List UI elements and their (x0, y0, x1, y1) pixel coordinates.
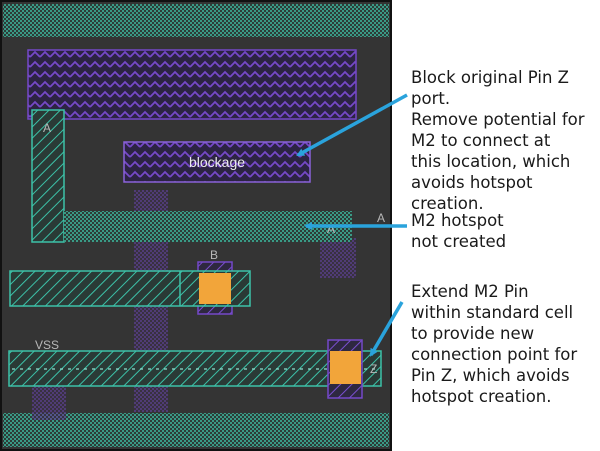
pin-a-edge-label: A (377, 211, 385, 225)
callout-hotspot: M2 hotspot not created (411, 211, 507, 251)
vss-label: VSS (35, 338, 59, 352)
bottom-rail (3, 413, 389, 447)
poly-stripe-2 (320, 238, 356, 278)
blockage-label: blockage (189, 154, 245, 170)
m2-horizontal-a (64, 211, 352, 242)
callout-blockage: Block original Pin Z port. Remove potent… (411, 68, 585, 213)
pin-a-vertical (31, 109, 65, 243)
callout-extend-pin: Extend M2 Pin within standard cell to pr… (411, 282, 578, 406)
pin-a-label: A (43, 121, 51, 135)
pin-z-via (330, 351, 361, 384)
blockage-region (123, 141, 311, 183)
pin-z-label: Z (370, 362, 377, 376)
pin-a-m2-label: A (327, 222, 335, 236)
top-rail (3, 4, 389, 37)
m1-top-bar (27, 49, 357, 120)
pin-b-label: B (210, 248, 218, 262)
standard-cell-layout: A A A blockage B VSS Z (0, 0, 392, 451)
pin-b-via (199, 273, 231, 304)
